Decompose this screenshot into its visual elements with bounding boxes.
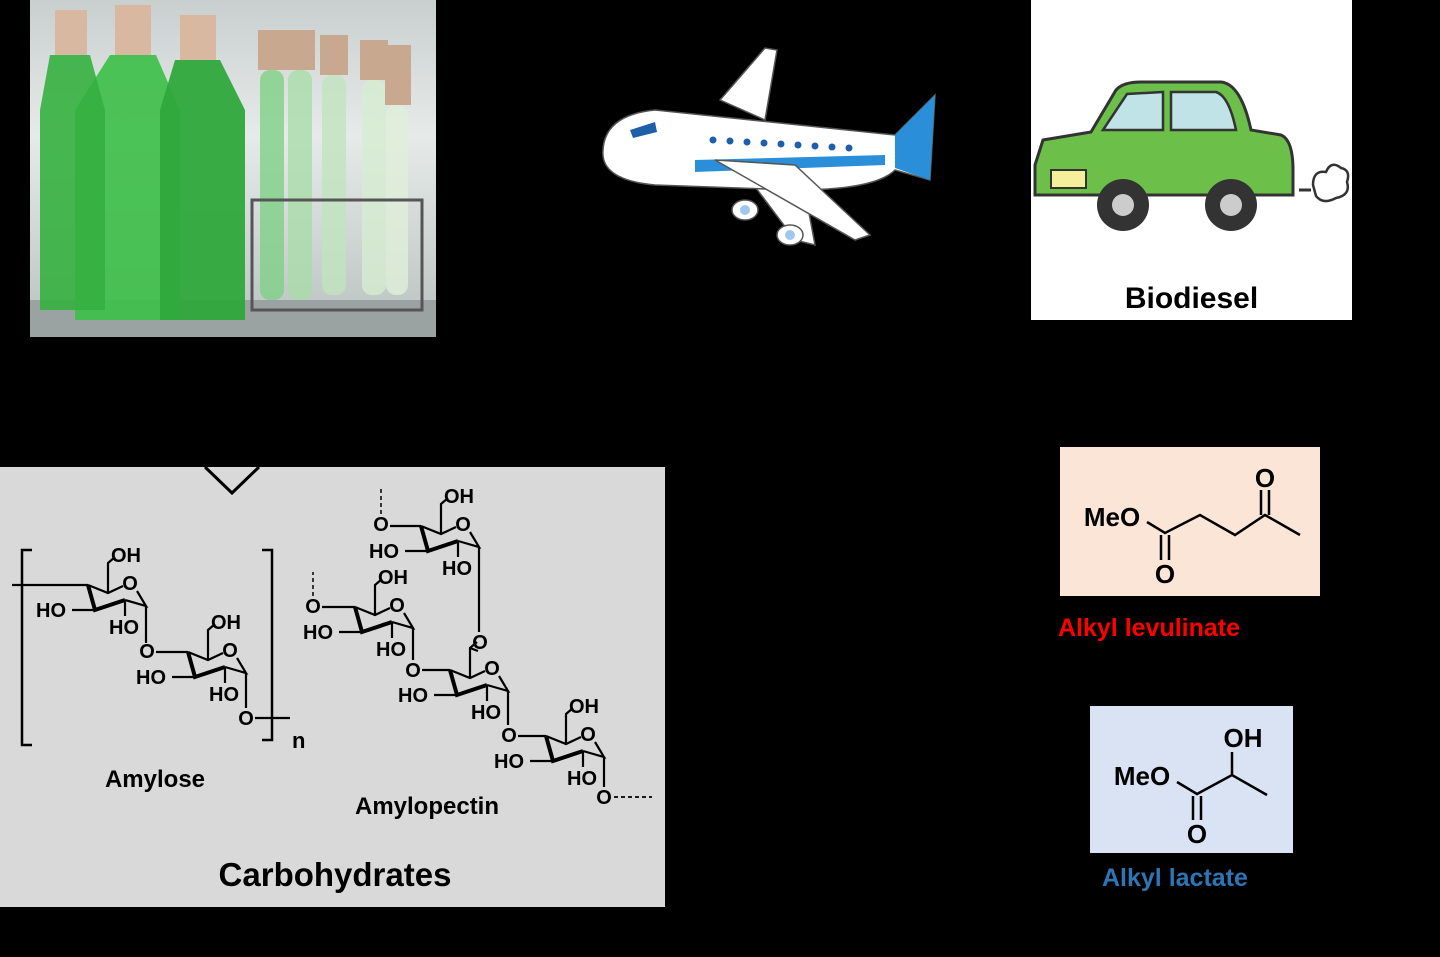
carbohydrates-panel — [0, 467, 665, 907]
levulinate-structure-panel — [1060, 447, 1320, 596]
biodiesel-label: Biodiesel — [1124, 282, 1259, 315]
lactate-structure-panel — [1090, 706, 1293, 853]
alkyl-lactate-label: Alkyl lactate — [1102, 864, 1248, 892]
bottle — [40, 10, 105, 310]
car-illustration — [1033, 80, 1350, 231]
algae-bottles-illustration — [30, 5, 436, 337]
algae-culture-photo — [30, 0, 436, 337]
alkyl-levulinate-label: Alkyl levulinate — [1058, 614, 1241, 642]
airplane-illustration — [602, 47, 936, 247]
biodiesel-panel: Biodiesel — [1031, 0, 1352, 320]
bottle — [160, 15, 245, 320]
test-tubes — [250, 30, 424, 312]
